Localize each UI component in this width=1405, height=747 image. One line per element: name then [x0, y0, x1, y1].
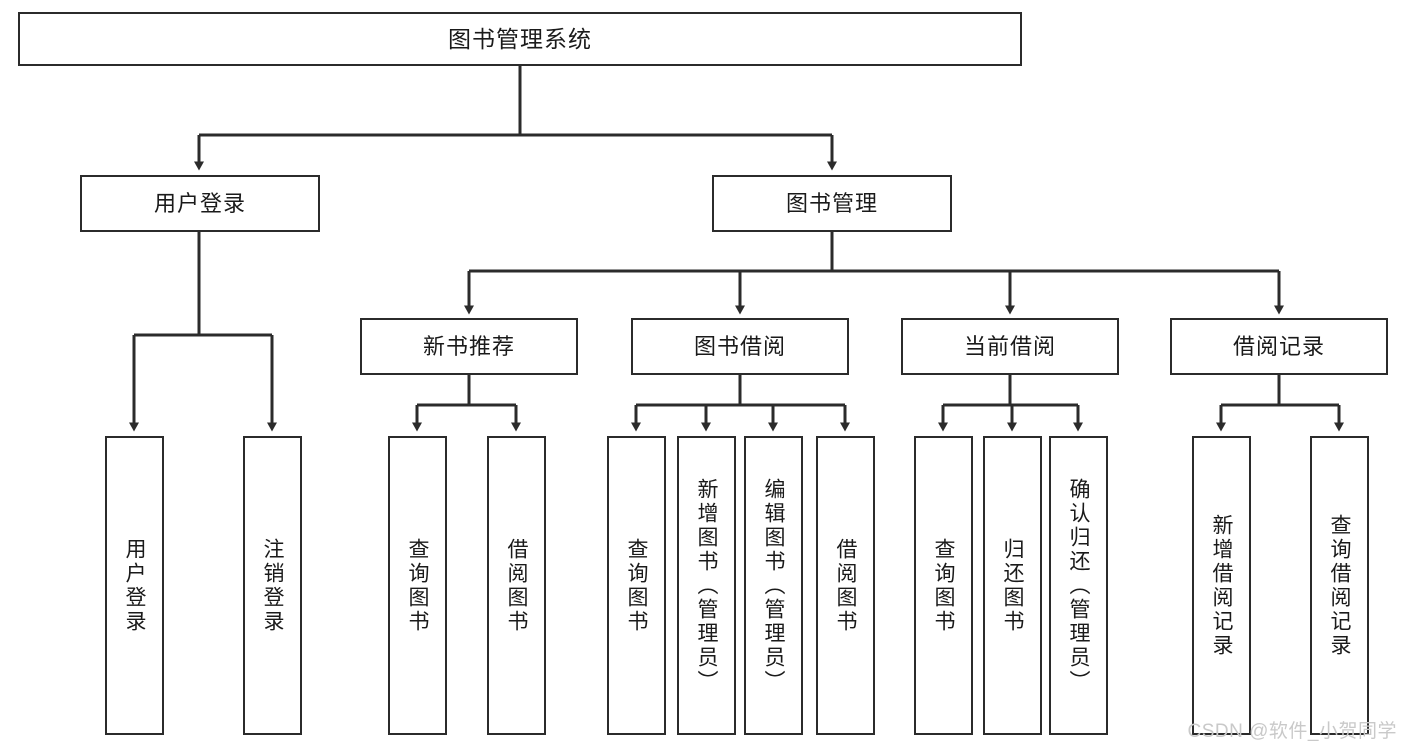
leaf-label: 新增借阅记录 — [1210, 513, 1233, 658]
leaf-user-login-logout[interactable]: 注销登录 — [243, 436, 302, 735]
node-borrow-record-label: 借阅记录 — [1232, 333, 1325, 359]
node-book-management-label: 图书管理 — [785, 190, 878, 216]
leaf-borrow-record-query[interactable]: 查询借阅记录 — [1310, 436, 1369, 735]
node-root[interactable]: 图书管理系统 — [18, 12, 1022, 66]
leaf-new-book-borrow[interactable]: 借阅图书 — [487, 436, 546, 735]
leaf-new-book-query[interactable]: 查询图书 — [388, 436, 447, 735]
node-user-login-label: 用户登录 — [153, 190, 246, 216]
leaf-book-borrow-borrow[interactable]: 借阅图书 — [816, 436, 875, 735]
leaf-label: 用户登录 — [123, 537, 146, 634]
node-new-book-recommend[interactable]: 新书推荐 — [360, 318, 578, 375]
leaf-book-borrow-edit[interactable]: 编辑图书（管理员） — [744, 436, 803, 735]
leaf-current-borrow-return[interactable]: 归还图书 — [983, 436, 1042, 735]
leaf-label: 借阅图书 — [505, 537, 528, 634]
node-borrow-record[interactable]: 借阅记录 — [1170, 318, 1388, 375]
leaf-label: 新增图书（管理员） — [695, 477, 718, 694]
leaf-book-borrow-query[interactable]: 查询图书 — [607, 436, 666, 735]
leaf-label: 查询借阅记录 — [1328, 513, 1351, 658]
node-user-login[interactable]: 用户登录 — [80, 175, 320, 232]
csdn-watermark: CSDN @软件_小贺同学 — [1187, 721, 1397, 742]
leaf-label: 查询图书 — [932, 537, 955, 634]
leaf-current-borrow-query[interactable]: 查询图书 — [914, 436, 973, 735]
leaf-label: 确认归还（管理员） — [1067, 477, 1090, 694]
node-current-borrow[interactable]: 当前借阅 — [901, 318, 1119, 375]
leaf-label: 查询图书 — [406, 537, 429, 634]
leaf-label: 查询图书 — [625, 537, 648, 634]
leaf-label: 借阅图书 — [834, 537, 857, 634]
leaf-book-borrow-add[interactable]: 新增图书（管理员） — [677, 436, 736, 735]
node-book-borrow-label: 图书借阅 — [693, 333, 786, 359]
leaf-label: 注销登录 — [261, 537, 284, 634]
leaf-label: 编辑图书（管理员） — [762, 477, 785, 694]
leaf-label: 归还图书 — [1001, 537, 1024, 634]
node-book-borrow[interactable]: 图书借阅 — [631, 318, 849, 375]
node-current-borrow-label: 当前借阅 — [963, 333, 1056, 359]
node-new-book-recommend-label: 新书推荐 — [422, 333, 515, 359]
leaf-borrow-record-add[interactable]: 新增借阅记录 — [1192, 436, 1251, 735]
node-root-label: 图书管理系统 — [448, 25, 592, 52]
leaf-current-borrow-confirm-return[interactable]: 确认归还（管理员） — [1049, 436, 1108, 735]
node-book-management[interactable]: 图书管理 — [712, 175, 952, 232]
leaf-user-login-login[interactable]: 用户登录 — [105, 436, 164, 735]
